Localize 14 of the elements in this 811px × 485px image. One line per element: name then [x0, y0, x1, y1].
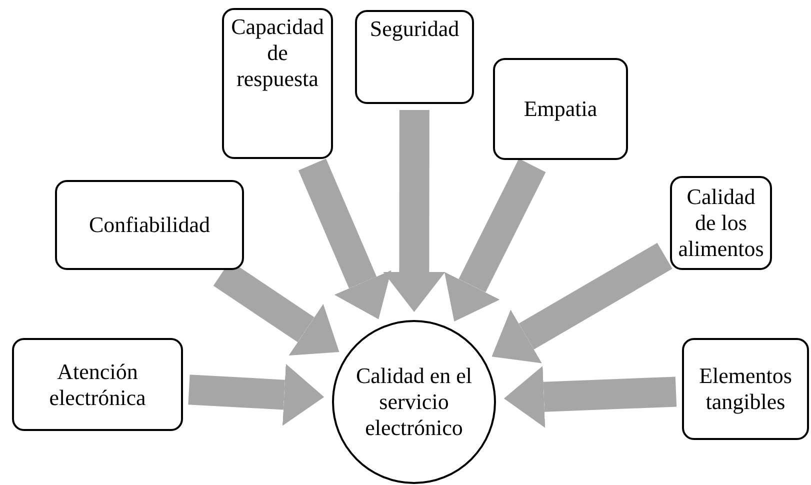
block-arrow: [188, 364, 324, 426]
block-arrow: [492, 242, 672, 364]
factor-box: Capacidad de respuesta: [222, 8, 333, 159]
block-arrow: [444, 158, 546, 322]
central-circle: Calidad en el servicio electrónico: [332, 320, 496, 484]
factor-box: Elementos tangibles: [682, 338, 809, 440]
factor-box: Calidad de los alimentos: [670, 176, 772, 270]
block-arrow: [504, 366, 677, 428]
factor-box: Seguridad: [355, 10, 474, 104]
factor-box: Confiabilidad: [55, 180, 244, 270]
block-arrow: [383, 110, 446, 312]
block-arrow: [298, 158, 392, 320]
factor-box: Empatia: [493, 58, 628, 160]
factor-box: Atención electrónica: [12, 338, 183, 431]
